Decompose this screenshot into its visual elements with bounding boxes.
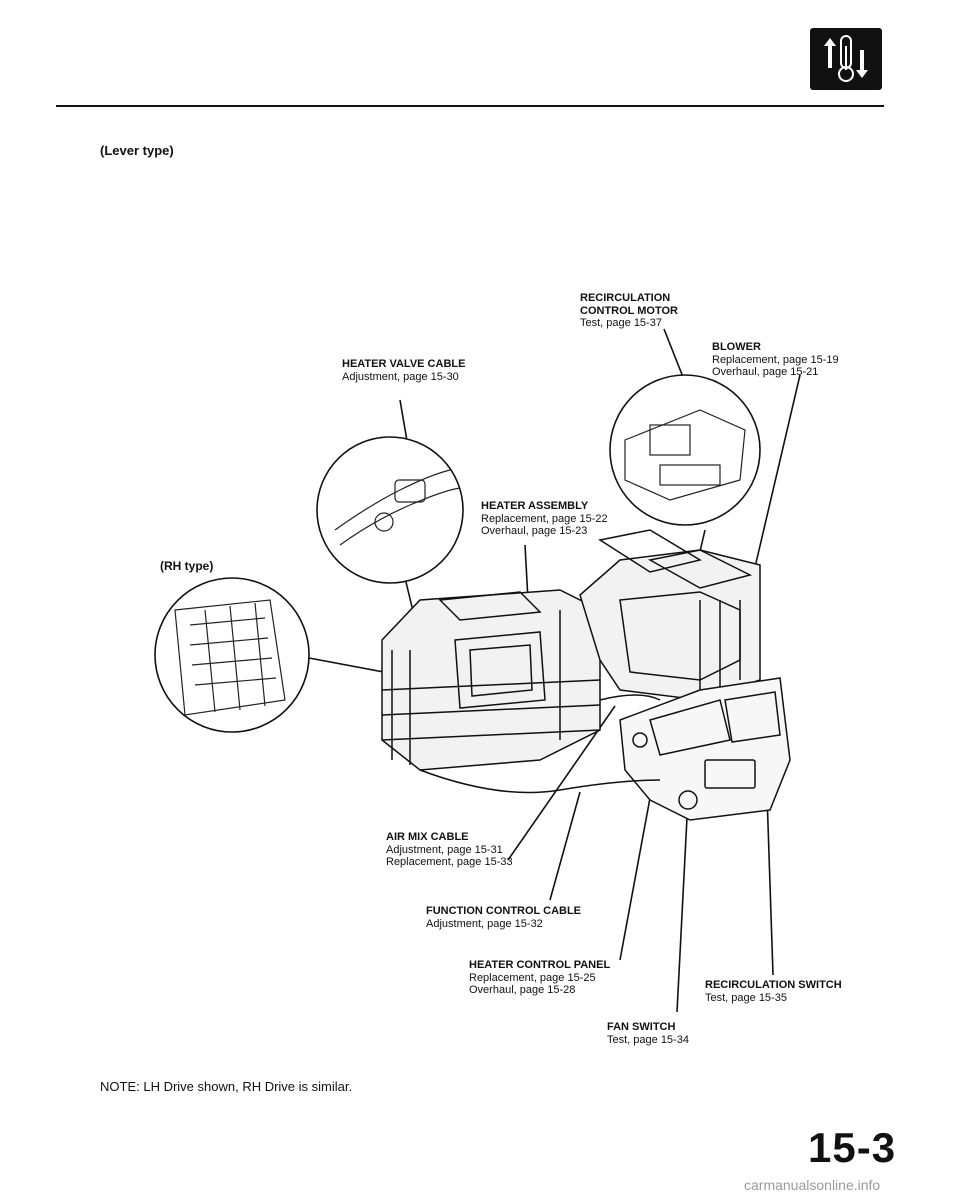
callout-line: Test, page 15-37 xyxy=(580,317,662,329)
callout-line: Adjustment, page 15-31 xyxy=(386,843,503,856)
callout-function-control-cable: FUNCTION CONTROL CABLE Adjustment, page … xyxy=(426,905,581,930)
callout-air-mix-cable: AIR MIX CABLE Adjustment, page 15-31 Rep… xyxy=(386,831,513,869)
callout-title: RECIRCULATION CONTROL MOTOR xyxy=(580,292,678,317)
watermark: carmanualsonline.info xyxy=(744,1177,881,1193)
callout-fan-switch: FAN SWITCH Test, page 15-34 xyxy=(607,1021,689,1046)
callout-heater-valve-cable: HEATER VALVE CABLE Adjustment, page 15-3… xyxy=(342,358,465,383)
callout-title: AIR MIX CABLE xyxy=(386,831,469,843)
callout-title: BLOWER xyxy=(712,341,761,353)
callout-title: FAN SWITCH xyxy=(607,1021,676,1033)
header-rule xyxy=(56,105,884,107)
callout-heater-control-panel: HEATER CONTROL PANEL Replacement, page 1… xyxy=(469,959,610,997)
callout-blower: BLOWER Replacement, page 15-19 Overhaul,… xyxy=(712,341,839,379)
callout-title: HEATER VALVE CABLE xyxy=(342,358,466,370)
heater-thermometer-arrows-icon xyxy=(810,28,882,90)
callout-line: Replacement, page 15-19 xyxy=(712,353,839,366)
rh-type-label: (RH type) xyxy=(160,559,214,573)
callout-title: HEATER ASSEMBLY xyxy=(481,500,589,512)
section-subtitle: (Lever type) xyxy=(100,143,174,158)
callout-title: FUNCTION CONTROL CABLE xyxy=(426,905,582,917)
callout-recirculation-switch: RECIRCULATION SWITCH Test, page 15-35 xyxy=(705,979,842,1004)
callout-recirculation-control-motor: RECIRCULATION CONTROL MOTOR Test, page 1… xyxy=(580,292,695,330)
callout-line: Adjustment, page 15-30 xyxy=(342,370,459,383)
callout-line: Replacement, page 15-33 xyxy=(386,856,513,868)
callout-heater-assembly: HEATER ASSEMBLY Replacement, page 15-22 … xyxy=(481,500,608,538)
footer-note: NOTE: LH Drive shown, RH Drive is simila… xyxy=(100,1079,353,1094)
callout-line: Replacement, page 15-22 xyxy=(481,512,608,525)
callout-line: Overhaul, page 15-28 xyxy=(469,984,576,996)
callout-title: HEATER CONTROL PANEL xyxy=(469,959,611,971)
callout-line: Test, page 15-34 xyxy=(607,1033,689,1046)
callout-line: Adjustment, page 15-32 xyxy=(426,917,543,930)
callout-line: Replacement, page 15-25 xyxy=(469,971,596,984)
callout-title: RECIRCULATION SWITCH xyxy=(705,979,842,991)
callout-line: Overhaul, page 15-21 xyxy=(712,366,819,378)
callout-line: Test, page 15-35 xyxy=(705,991,787,1004)
page-number: 15-3 xyxy=(808,1124,897,1171)
callout-line: Overhaul, page 15-23 xyxy=(481,525,588,537)
